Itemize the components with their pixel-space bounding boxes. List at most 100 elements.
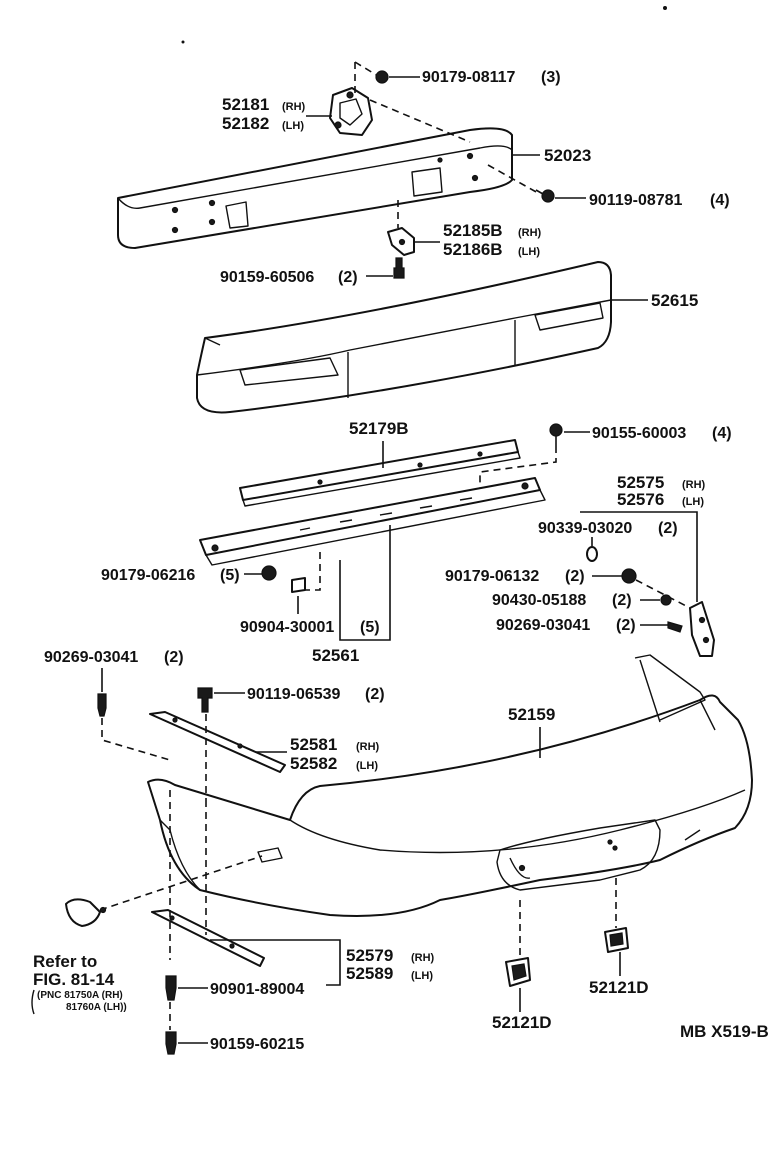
leader-line xyxy=(339,525,391,641)
part-number-52589: 52589 xyxy=(346,964,393,983)
part-number-52576: 52576 xyxy=(617,490,664,509)
part-number-90339-03020: 90339-03020 xyxy=(538,520,632,537)
quantity-label: (2) xyxy=(612,592,632,609)
nut-90179-08117-icon xyxy=(375,70,389,84)
part-number-52121D-right: 52121D xyxy=(589,978,649,997)
part-number-52159: 52159 xyxy=(508,705,555,724)
quantity-label: (2) xyxy=(616,617,636,634)
grommet-90339-03020-icon xyxy=(586,546,598,562)
clip-90155-60003-icon xyxy=(549,423,563,446)
corner-mark xyxy=(663,6,667,10)
retainer-strip-52581-icon xyxy=(149,711,286,773)
part-number-90179-08117: 90179-08117 xyxy=(422,69,516,86)
clip-52121D-right-icon xyxy=(604,927,629,953)
retainer-52179B-icon xyxy=(239,439,521,507)
bracket-52181-icon xyxy=(329,87,373,136)
nut-90179-06216-icon xyxy=(261,565,277,581)
part-number-52561: 52561 xyxy=(312,646,359,665)
diagram-code: MB X519-B xyxy=(680,1022,769,1041)
side-label-lh: (LH) xyxy=(518,246,540,258)
quantity-label: (2) xyxy=(658,520,678,537)
screw-90159-60506-icon xyxy=(393,257,405,279)
leader-line xyxy=(210,939,341,986)
quantity-label: (2) xyxy=(365,686,385,703)
leader-line xyxy=(369,99,471,143)
screw-90901-89004-icon xyxy=(165,975,177,1001)
part-number-52121D-left: 52121D xyxy=(492,1013,552,1032)
part-number-52579: 52579 xyxy=(346,946,393,965)
side-label-rh: (RH) xyxy=(282,101,306,113)
pnc-note-line-2: 81760A (LH)) xyxy=(66,1002,127,1013)
part-number-90269-03041-right: 90269-03041 xyxy=(496,617,590,634)
quantity-label: (5) xyxy=(220,567,240,584)
part-number-52186B: 52186B xyxy=(443,240,503,259)
part-number-90159-60215: 90159-60215 xyxy=(210,1036,304,1053)
part-number-52023: 52023 xyxy=(544,146,591,165)
leader-line xyxy=(354,61,379,77)
side-label-lh: (LH) xyxy=(282,120,304,132)
bolt-90119-06539-icon xyxy=(197,687,213,713)
figure-reference: FIG. 81-14 xyxy=(33,970,115,989)
bumper-reinforcement-52023-icon xyxy=(117,127,513,249)
retainer-strip-52579-icon xyxy=(151,909,265,967)
pnc-note-line-1: (PNC 81750A (RH) xyxy=(37,990,123,1001)
screw-90269-03041-left-icon xyxy=(97,693,107,717)
quantity-label: (4) xyxy=(712,425,732,442)
part-number-90155-60003: 90155-60003 xyxy=(592,425,686,442)
marker-lamp-icon xyxy=(65,898,107,927)
quantity-label: (2) xyxy=(565,568,585,585)
part-number-90901-89004: 90901-89004 xyxy=(210,981,304,998)
retainer-52561-icon xyxy=(199,477,546,566)
part-number-52181: 52181 xyxy=(222,95,269,114)
nut-90179-06132-icon xyxy=(621,568,637,584)
refer-to-label: Refer to xyxy=(33,952,97,971)
side-label-lh: (LH) xyxy=(411,970,433,982)
washer-90904-30001-icon xyxy=(291,577,306,593)
leader-line xyxy=(487,164,539,194)
part-number-52615: 52615 xyxy=(651,291,698,310)
part-number-90159-60506: 90159-60506 xyxy=(220,269,314,286)
leader-line xyxy=(479,446,557,488)
part-number-90119-08781: 90119-08781 xyxy=(589,192,683,209)
part-number-90179-06132: 90179-06132 xyxy=(445,568,539,585)
bracket-52185B-icon xyxy=(387,227,415,256)
part-number-90269-03041-left: 90269-03041 xyxy=(44,649,138,666)
energy-absorber-52615-icon xyxy=(196,261,612,414)
quantity-label: (3) xyxy=(541,69,561,86)
side-label-lh: (LH) xyxy=(356,760,378,772)
part-number-90430-05188: 90430-05188 xyxy=(492,592,586,609)
part-number-90904-30001: 90904-30001 xyxy=(240,619,334,636)
part-number-52182: 52182 xyxy=(222,114,269,133)
leader-line xyxy=(101,718,171,761)
clip-52121D-left-icon xyxy=(505,957,531,987)
quantity-label: (5) xyxy=(360,619,380,636)
screw-90269-03041-icon xyxy=(667,621,683,633)
side-label-lh: (LH) xyxy=(682,496,704,508)
side-label-rh: (RH) xyxy=(518,227,542,239)
side-label-rh: (RH) xyxy=(682,479,706,491)
side-label-rh: (RH) xyxy=(411,952,435,964)
side-label-rh: (RH) xyxy=(356,741,380,753)
part-number-52179B: 52179B xyxy=(349,419,409,438)
washer-90430-05188-icon xyxy=(660,594,672,606)
bolt-90119-08781-icon xyxy=(535,189,555,203)
quantity-label: (2) xyxy=(164,649,184,666)
leader-line xyxy=(635,579,691,609)
bumper-cover-52159-icon xyxy=(147,654,753,917)
part-number-52575: 52575 xyxy=(617,473,664,492)
bracket-mark xyxy=(31,989,35,1015)
leader-line xyxy=(580,511,698,602)
part-number-52582: 52582 xyxy=(290,754,337,773)
leader-line xyxy=(305,552,321,591)
quantity-label: (2) xyxy=(338,269,358,286)
part-number-52185B: 52185B xyxy=(443,221,503,240)
part-number-90179-06216: 90179-06216 xyxy=(101,567,195,584)
side-bracket-52575-icon xyxy=(689,601,715,657)
corner-mark xyxy=(181,40,185,44)
screw-90159-60215-icon xyxy=(165,1031,177,1055)
leader-line xyxy=(99,855,263,911)
quantity-label: (4) xyxy=(710,192,730,209)
part-number-52581: 52581 xyxy=(290,735,337,754)
part-number-90119-06539: 90119-06539 xyxy=(247,686,341,703)
